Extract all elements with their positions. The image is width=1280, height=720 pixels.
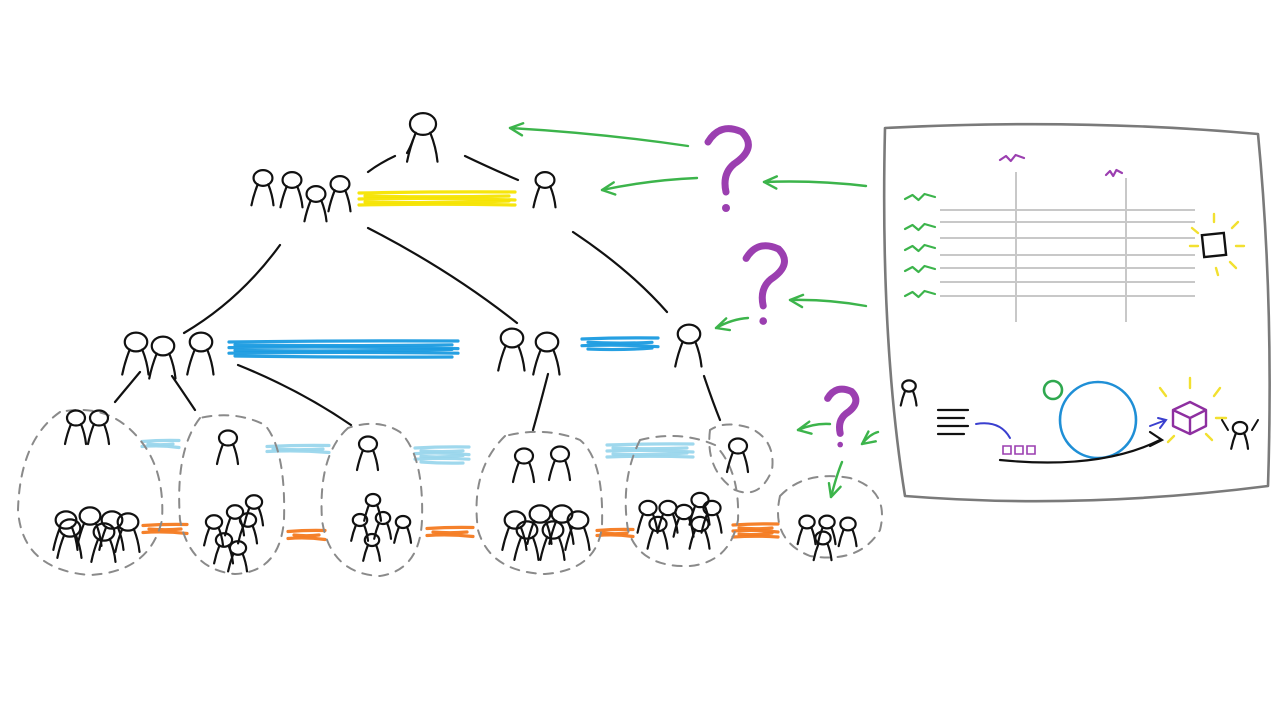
person-icon: [88, 411, 109, 445]
leadership-link-band: [359, 192, 515, 205]
question-mark-icon: [828, 389, 856, 447]
hierarchy-line: [533, 374, 548, 430]
team-group-outlines: [18, 410, 882, 576]
hierarchy-line: [115, 372, 140, 402]
arrow-icon: [790, 295, 866, 307]
team-lead-link-band: [142, 440, 179, 447]
arrow-icon: [798, 422, 830, 434]
person-icon: [149, 337, 175, 379]
person-icon: [533, 172, 555, 207]
team-lead-link-band: [415, 447, 469, 463]
person-icon: [565, 511, 589, 550]
hierarchy-line: [238, 365, 351, 425]
person-icon: [675, 325, 701, 367]
person-icon: [498, 329, 524, 371]
person-icon: [814, 532, 832, 560]
hierarchy-line: [465, 156, 518, 180]
person-icon: [514, 521, 538, 560]
person-icon: [238, 513, 257, 543]
hierarchy-line: [704, 376, 720, 420]
manager-link-band: [582, 338, 658, 350]
person-icon: [217, 431, 238, 465]
team-lead-link-band: [607, 444, 693, 457]
person-icon: [244, 495, 263, 525]
hierarchy-line: [184, 245, 280, 333]
question-marks: [708, 129, 856, 448]
person-icon: [839, 518, 857, 546]
person-icon: [818, 516, 836, 544]
person-icon: [251, 170, 273, 205]
hierarchy-line: [368, 156, 395, 172]
person-icon: [65, 411, 86, 445]
team-link-band: [288, 530, 325, 539]
person-icon: [540, 521, 564, 560]
hierarchy-line: [368, 228, 517, 323]
team-link-band: [427, 527, 473, 536]
person-icon: [204, 515, 223, 545]
team-group-outline: [179, 415, 284, 574]
person-icon: [513, 449, 534, 483]
dashboard-panel: [884, 124, 1269, 501]
person-icon: [502, 511, 526, 550]
arrow-icon: [510, 123, 688, 146]
person-icon: [328, 176, 350, 211]
arrow-icon: [764, 176, 866, 188]
team-link-band: [733, 524, 778, 537]
arrow-icon: [716, 318, 748, 330]
person-icon: [53, 511, 77, 550]
arrow-icon: [829, 462, 842, 497]
person-icon: [304, 186, 326, 221]
person-icon: [407, 113, 437, 162]
dashboard-frame: [884, 124, 1269, 501]
person-icon: [549, 447, 570, 481]
hierarchy-line: [172, 376, 195, 410]
person-icon: [122, 333, 148, 375]
person-icon: [57, 519, 81, 558]
team-link-band: [143, 524, 187, 533]
team-group-outline: [709, 424, 772, 492]
hierarchy-line: [573, 232, 667, 312]
team-group-outline: [322, 424, 423, 576]
manager-link-band: [229, 341, 458, 357]
person-icon: [187, 333, 213, 375]
question-mark-icon: [708, 129, 748, 212]
person-icon: [798, 516, 816, 544]
person-icon: [280, 172, 302, 207]
arrow-icon: [602, 178, 697, 194]
person-icon: [533, 333, 559, 375]
arrow-icon: [862, 432, 878, 444]
person-icon: [357, 437, 378, 471]
feedback-arrows: [510, 123, 878, 497]
hierarchy-lines: [115, 140, 720, 430]
person-icon: [363, 534, 380, 561]
question-mark-icon: [746, 246, 784, 325]
person-icon: [394, 516, 411, 543]
team-group-outline: [477, 432, 603, 574]
